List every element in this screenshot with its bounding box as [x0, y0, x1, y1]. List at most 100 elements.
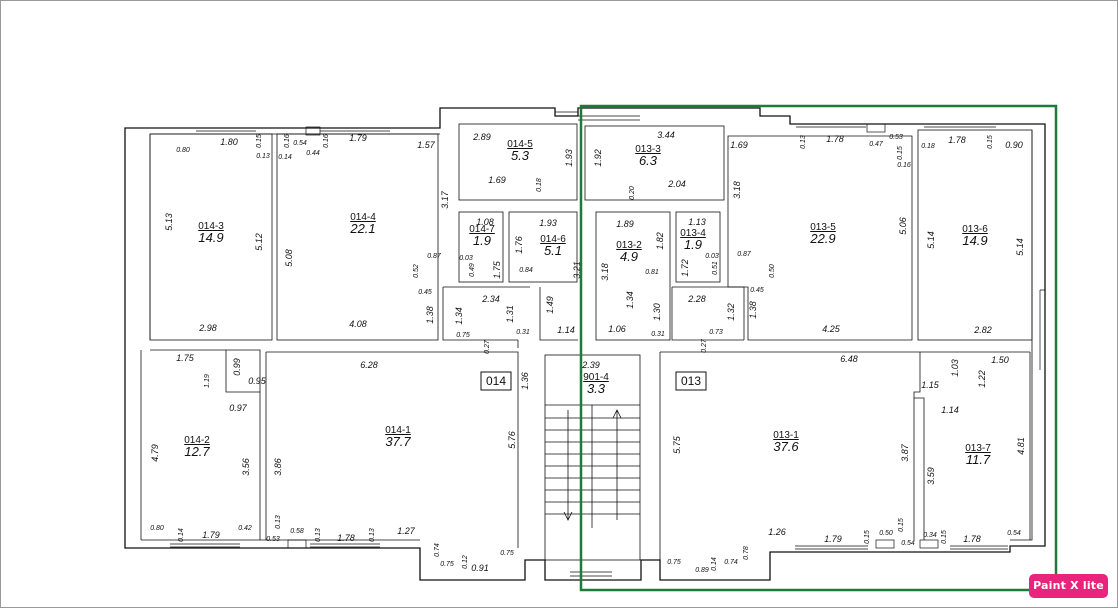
room-013-1[interactable]: 013-137.6: [773, 430, 799, 454]
dimension-label: 1.76: [514, 236, 524, 254]
unit-labels: 014 013: [480, 371, 707, 391]
dimension-label: 0.52: [413, 264, 420, 278]
dimension-label: 0.75: [440, 561, 454, 568]
dimension-label: 3.44: [657, 130, 675, 140]
room-area: 11.7: [966, 452, 991, 467]
room-id: 013-6: [962, 224, 988, 235]
room-id: 013-5: [810, 222, 836, 233]
dimension-label: 0.47: [869, 141, 884, 148]
dimension-label: 6.48: [840, 354, 858, 364]
dimension-label: 1.79: [824, 534, 842, 544]
room-013-6[interactable]: 013-614.9: [962, 224, 988, 248]
dimension-label: 0.15: [941, 530, 948, 544]
dimension-label: 0.20: [629, 186, 636, 200]
paint-x-lite-badge[interactable]: Paint X lite: [1029, 574, 1108, 598]
room-013-7[interactable]: 013-711.7: [965, 443, 991, 467]
dimension-label: 0.14: [278, 154, 292, 161]
room-013-4[interactable]: 013-41.9: [680, 228, 706, 252]
dimension-label: 0.27: [484, 339, 491, 354]
dimension-label: 0.13: [800, 135, 807, 149]
unit-box: [480, 371, 512, 391]
unit-014[interactable]: 014: [480, 371, 512, 391]
dimension-label: 1.78: [963, 534, 981, 544]
room-014-7[interactable]: 014-71.9: [469, 224, 495, 248]
room-id: 014-4: [350, 212, 376, 223]
dimension-label: 1.78: [826, 134, 844, 144]
dimension-label: 0.14: [178, 528, 185, 542]
dimension-label: 3.21: [572, 261, 582, 279]
selection-highlight[interactable]: [579, 104, 1058, 592]
rooms-014: [149, 123, 578, 548]
dimension-label: 1.57: [417, 140, 436, 150]
dimension-label: 1.06: [608, 324, 626, 334]
dimension-label: 3.56: [241, 458, 251, 476]
dimension-label: 0.31: [516, 329, 530, 336]
dimension-label: 2.28: [687, 294, 706, 304]
dimension-label: 2.82: [973, 325, 992, 335]
dimension-label: 0.89: [695, 567, 709, 574]
dimension-label: 0.16: [323, 134, 330, 148]
dimension-label: 1.49: [545, 296, 555, 314]
dimension-label: 0.58: [290, 528, 304, 535]
dimension-label: 4.81: [1016, 437, 1026, 455]
dimension-label: 0.44: [306, 150, 320, 157]
dimension-label: 0.50: [879, 530, 893, 537]
dimension-label: 4.79: [150, 444, 160, 462]
dimension-label: 1.79: [202, 530, 220, 540]
room-id: 901-4: [583, 372, 609, 383]
dimension-label: 0.13: [369, 528, 376, 542]
room-area: 22.1: [349, 221, 375, 236]
dimension-label: 0.90: [1005, 140, 1023, 150]
dimension-label: 3.17: [440, 190, 450, 209]
room-014-3[interactable]: 014-314.9: [198, 221, 224, 245]
dimension-label: 0.27: [701, 338, 708, 353]
room-014-4[interactable]: 014-422.1: [349, 212, 376, 236]
dimension-label: 0.13: [275, 515, 282, 529]
dimension-label: 0.75: [500, 550, 514, 557]
dimension-label: 3.86: [273, 458, 283, 476]
unit-013[interactable]: 013: [675, 371, 707, 391]
room-area: 4.9: [620, 249, 638, 264]
dimension-label: 0.84: [519, 267, 533, 274]
dimension-label: 0.45: [750, 287, 764, 294]
dimension-label: 0.34: [923, 532, 937, 539]
dimension-label: 2.39: [581, 360, 600, 370]
room-014-5[interactable]: 014-55.3: [507, 139, 533, 163]
dimension-label: 1.89: [616, 219, 634, 229]
room-014-2[interactable]: 014-212.7: [184, 435, 210, 459]
dimension-label: 1.14: [941, 405, 959, 415]
room-014-6[interactable]: 014-65.1: [540, 234, 566, 258]
dimension-label: 1.19: [204, 374, 211, 388]
room-013-3[interactable]: 013-36.3: [635, 144, 661, 168]
dimension-label: 0.16: [284, 134, 291, 148]
room-901-4[interactable]: 901-43.3: [583, 372, 609, 396]
dimension-label: 0.49: [469, 263, 476, 277]
dimension-label: 1.69: [488, 175, 506, 185]
dimension-label: 1.14: [557, 325, 575, 335]
dimension-label: 1.75: [492, 260, 502, 279]
room-area: 5.3: [511, 148, 530, 163]
dimension-label: 1.34: [625, 291, 635, 309]
room-013-5[interactable]: 013-522.9: [809, 222, 836, 246]
dimension-label: 2.98: [198, 323, 217, 333]
room-area: 14.9: [962, 233, 987, 248]
dimension-label: 0.75: [667, 559, 681, 566]
dimension-label: 0.31: [651, 331, 665, 338]
dimension-label: 3.59: [926, 467, 936, 485]
dimension-label: 1.80: [220, 137, 238, 147]
rooms-013: [584, 125, 1033, 560]
dimension-label: 1.36: [520, 372, 530, 390]
dimension-label: 0.13: [315, 528, 322, 542]
dimension-label: 0.42: [238, 525, 252, 532]
dimension-label: 0.15: [256, 134, 263, 148]
room-id: 013-7: [965, 443, 991, 454]
dimension-label: 5.14: [1015, 238, 1025, 256]
dimension-label: 1.30: [652, 303, 662, 321]
dimension-label: 0.95: [248, 376, 267, 386]
room-013-2[interactable]: 013-24.9: [616, 240, 642, 264]
room-area: 37.7: [385, 434, 411, 449]
room-014-1[interactable]: 014-137.7: [385, 425, 411, 449]
room-id: 014-1: [385, 425, 411, 436]
dimension-label: 0.12: [462, 555, 469, 569]
